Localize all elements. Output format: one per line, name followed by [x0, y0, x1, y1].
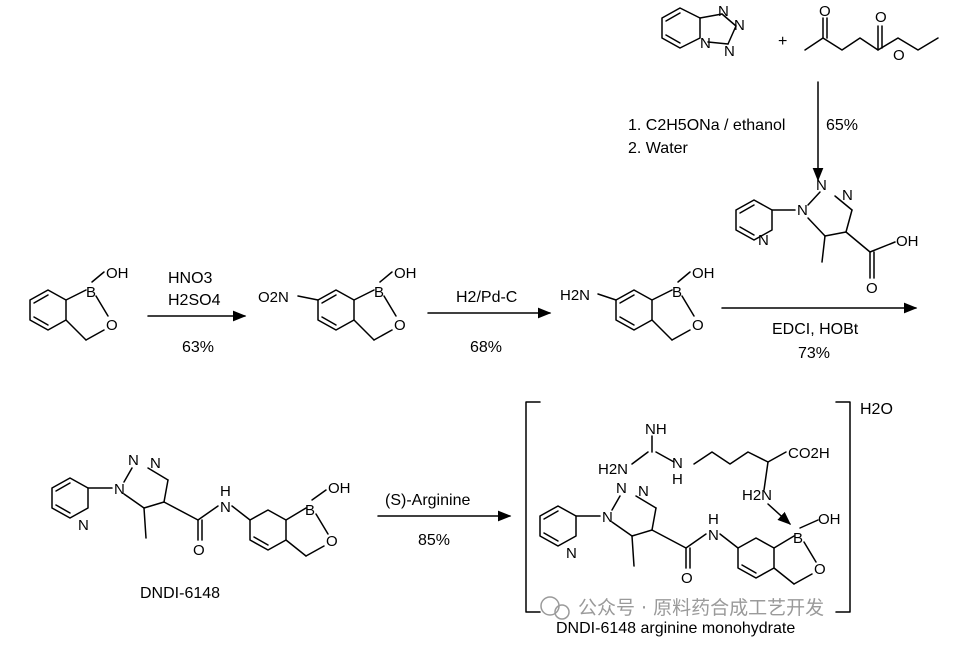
svg-text:O: O	[866, 280, 878, 297]
step1-condition-1: 1. C2H5ONa / ethanol	[628, 117, 785, 134]
svg-text:N: N	[78, 517, 89, 534]
svg-text:N: N	[638, 483, 649, 500]
svg-text:O: O	[893, 47, 905, 64]
svg-text:B: B	[86, 284, 96, 301]
svg-text:H: H	[220, 483, 231, 500]
svg-text:N: N	[816, 177, 827, 194]
svg-text:O: O	[193, 542, 205, 559]
svg-text:B: B	[793, 530, 803, 547]
watermark-text: 公众号 · 原料药合成工艺开发	[578, 597, 824, 619]
svg-text:OH: OH	[394, 265, 417, 282]
nitro-benzoxaborole-structure: O2N B OH O	[258, 265, 417, 341]
svg-text:B: B	[305, 502, 315, 519]
svg-text:H2N: H2N	[560, 287, 590, 304]
svg-text:N: N	[150, 455, 161, 472]
dndi-6148-structure: N N N N O H N B OH O	[51, 452, 351, 559]
svg-text:N: N	[708, 527, 719, 544]
step3-yield: 68%	[470, 339, 502, 356]
step2-yield: 63%	[182, 339, 214, 356]
wechat-icon	[540, 596, 560, 616]
svg-text:O: O	[681, 570, 693, 587]
watermark: 公众号 · 原料药合成工艺开发	[540, 596, 824, 620]
right-bracket	[835, 401, 851, 613]
svg-text:O: O	[819, 3, 831, 20]
svg-text:O2N: O2N	[258, 289, 289, 306]
svg-text:N: N	[602, 509, 613, 526]
svg-text:N: N	[724, 43, 735, 60]
step4-yield: 73%	[798, 345, 830, 362]
triazole-acid-structure: N N N N O OH	[735, 177, 919, 297]
svg-text:N: N	[128, 452, 139, 469]
amino-benzoxaborole-structure: H2N B OH O	[560, 265, 715, 341]
svg-text:N: N	[672, 455, 683, 472]
step2-reagent-2: H2SO4	[168, 292, 221, 309]
svg-text:OH: OH	[106, 265, 129, 282]
svg-text:OH: OH	[896, 233, 919, 250]
tetrazolopyridine-structure: N N N N	[661, 3, 745, 60]
svg-text:N: N	[842, 187, 853, 204]
svg-text:H: H	[708, 511, 719, 528]
ethyl-acetoacetate-structure: O O O	[804, 3, 939, 64]
dndi-6148-arginine-structure: NH H2N N H CO2H H2N N N N N O H N	[539, 421, 841, 587]
svg-text:O: O	[875, 9, 887, 26]
step3-reagent: H2/Pd-C	[456, 289, 517, 306]
salt-name-label: DNDI-6148 arginine monohydrate	[556, 620, 795, 637]
svg-text:CO2H: CO2H	[788, 445, 830, 462]
step4-reagent: EDCI, HOBt	[772, 321, 859, 338]
dndi-6148-label: DNDI-6148	[140, 585, 220, 602]
svg-text:N: N	[718, 3, 729, 20]
svg-text:N: N	[758, 232, 769, 249]
svg-text:N: N	[797, 202, 808, 219]
svg-text:H2N: H2N	[742, 487, 772, 504]
svg-text:OH: OH	[818, 511, 841, 528]
left-bracket	[525, 401, 541, 613]
svg-text:O: O	[326, 533, 338, 550]
step1-condition-2: 2. Water	[628, 140, 689, 157]
svg-text:N: N	[734, 17, 745, 34]
svg-text:O: O	[394, 317, 406, 334]
svg-text:O: O	[814, 561, 826, 578]
svg-text:N: N	[114, 481, 125, 498]
svg-text:N: N	[616, 480, 627, 497]
svg-text:OH: OH	[692, 265, 715, 282]
benzoxaborole-structure: B OH O	[29, 265, 129, 341]
svg-text:N: N	[566, 545, 577, 562]
svg-text:OH: OH	[328, 480, 351, 497]
step5-reagent: (S)-Arginine	[385, 492, 470, 509]
step1-yield: 65%	[826, 117, 858, 134]
svg-text:O: O	[692, 317, 704, 334]
svg-text:B: B	[672, 284, 682, 301]
plus-sign: +	[778, 33, 787, 50]
svg-text:B: B	[374, 284, 384, 301]
svg-text:NH: NH	[645, 421, 667, 438]
svg-text:O: O	[106, 317, 118, 334]
hydrate-label: H2O	[860, 401, 893, 418]
svg-text:N: N	[700, 35, 711, 52]
svg-text:N: N	[220, 499, 231, 516]
svg-text:H2N: H2N	[598, 461, 628, 478]
step2-reagent-1: HNO3	[168, 270, 213, 287]
step5-yield: 85%	[418, 532, 450, 549]
svg-text:H: H	[672, 471, 683, 488]
